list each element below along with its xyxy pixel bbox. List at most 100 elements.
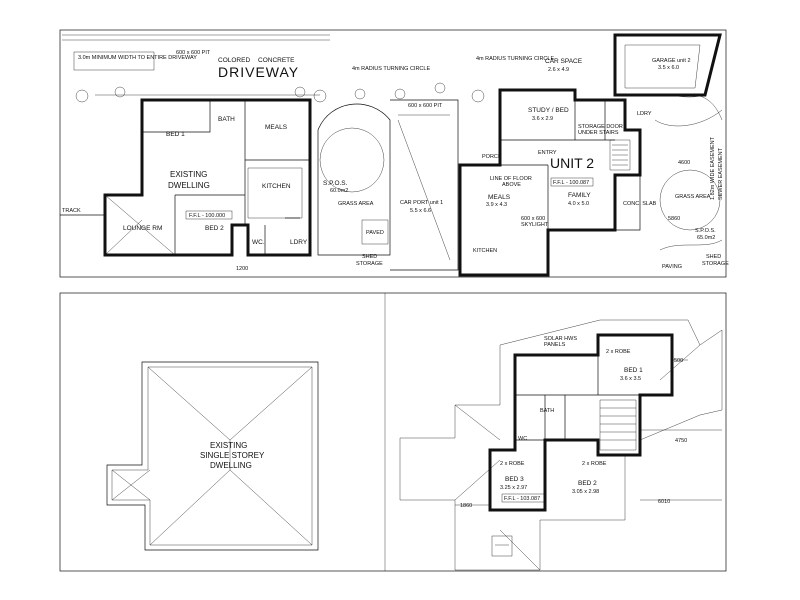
unit2-shed-label: SHED	[706, 254, 721, 260]
ground-floor-plan: 3.0m MINIMUM WIDTH TO ENTIRE DRIVEWAY 60…	[59, 29, 729, 278]
upper-ffl-box	[501, 493, 545, 503]
existing-dwelling-ground: BED 1 BATH MEALS EXISTING DWELLING KITCH…	[103, 98, 312, 272]
dim-4750: 4750	[675, 438, 687, 444]
carport-unit1: 600 x 600 PIT CAR PORT unit 1 5.5 x 6.6	[390, 99, 459, 271]
car-space-dim: 2.6 x 4.9	[548, 67, 569, 73]
garage-unit2: GARAGE unit 2 3.5 x 6.0	[613, 33, 722, 97]
unit2-study-dim: 3.6 x 2.9	[532, 116, 553, 122]
unit2-kitchen-label: KITCHEN	[473, 248, 497, 254]
dim-500: 500	[674, 358, 683, 364]
existing-lounge-label: LOUNGE RM	[123, 225, 162, 232]
existing-single-label-3: DWELLING	[210, 461, 252, 470]
unit2-family-label: FAMILY	[568, 192, 591, 199]
turning-circle-mid-label: 4m RADIUS TURNING CIRCLE	[476, 56, 554, 62]
existing-grass-label: GRASS AREA	[338, 201, 374, 207]
bath-label: BATH	[540, 408, 554, 414]
front-landscaping	[62, 34, 723, 121]
unit2-upper-floor: SOLAR HWS PANELS 2 x ROBE BED 1 3.6 x 3.…	[488, 333, 674, 512]
bed3-robe-label: 2 x ROBE	[500, 461, 525, 467]
unit2-skylight-1: 600 x 600	[521, 216, 545, 222]
existing-shed-label: SHED	[362, 254, 377, 260]
unit2-porch-label: PORCH	[482, 154, 502, 160]
unit2-family-dim: 4.0 x 5.0	[568, 201, 589, 207]
solar-panels-label-1: SOLAR HWS	[544, 336, 577, 342]
bed2-label: BED 2	[578, 480, 597, 487]
carport-label: CAR PORT unit 1	[400, 200, 443, 206]
driveway-note-box	[73, 51, 155, 71]
existing-dwelling-label-1: EXISTING	[170, 170, 207, 179]
driveway-colored-label: COLORED	[218, 57, 250, 64]
existing-meals-label: MEALS	[265, 124, 288, 131]
existing-spos-label: S.P.O.S.	[323, 180, 348, 187]
driveway-concrete-label: CONCRETE	[258, 57, 295, 64]
garage-dim: 3.5 x 6.0	[658, 65, 679, 71]
existing-spos-area: S.P.O.S. 60.0m2 GRASS AREA PAVED SHED ST…	[317, 103, 391, 267]
bed3-label: BED 3	[505, 476, 524, 483]
existing-ldry-label: LDRY	[290, 239, 308, 246]
site-dim-4600: 4600	[678, 160, 690, 166]
dim-1860: 1860	[460, 503, 472, 509]
driveway-title: DRIVEWAY	[218, 64, 299, 80]
existing-ffl-box	[185, 210, 233, 220]
unit2-under-stairs: UNDER STAIRS	[578, 130, 619, 136]
unit2-line-of-floor-2: ABOVE	[502, 182, 521, 188]
unit2-title: UNIT 2	[550, 155, 594, 171]
pit-label-mid: 600 x 600 PIT	[408, 103, 443, 109]
existing-storage-label: STORAGE	[356, 261, 383, 267]
existing-dwelling-roof: EXISTING SINGLE STOREY DWELLING	[106, 361, 319, 551]
unit2-grass-label: GRASS AREA	[675, 194, 711, 200]
unit2-skylight-2: SKYLIGHT	[521, 222, 549, 228]
upper-ffl-label: F.F.L - 103.087	[504, 496, 540, 502]
wc-label: WC	[518, 436, 527, 442]
unit2-spos-label: S.P.O.S.	[695, 228, 716, 234]
existing-kitchen-label: KITCHEN	[262, 183, 291, 190]
site-dim-5860: 5860	[668, 216, 680, 222]
existing-bed2-label: BED 2	[205, 225, 224, 232]
bed1-label: BED 1	[624, 367, 643, 374]
unit2-study-label: STUDY / BED	[528, 107, 569, 114]
existing-dim-1200: 1200	[236, 266, 248, 272]
sewer-easement-label: SEWER EASEMENT	[718, 147, 724, 200]
existing-paved-label: PAVED	[366, 230, 384, 236]
unit2-storage-label: STORAGE	[702, 261, 729, 267]
garage-label: GARAGE unit 2	[652, 58, 691, 64]
dim-6010: 6010	[658, 499, 670, 505]
carport-dim: 5.5 x 6.6	[410, 208, 431, 214]
pit-label-top: 600 x 600 PIT	[176, 50, 211, 56]
existing-wc-label: WC.	[252, 239, 265, 246]
existing-single-label-1: EXISTING	[210, 441, 247, 450]
unit2-meals-dim: 3.9 x 4.3	[486, 202, 507, 208]
unit2-conc-slab-label: CONC. SLAB	[623, 201, 657, 207]
unit2-entry-label: ENTRY	[538, 150, 557, 156]
unit2-ldry-label: LDRY	[637, 111, 652, 117]
unit2-meals-label: MEALS	[488, 194, 511, 201]
unit2-storage-door: STORAGE DOOR	[578, 124, 623, 130]
upper-floor-plan: EXISTING SINGLE STOREY DWELLING SOLAR HW…	[59, 292, 727, 572]
existing-dwelling-label-2: DWELLING	[168, 181, 210, 190]
unit2-rear-yard: GRASS AREA S.P.O.S. 65.0m2 PAVING SHED S…	[654, 109, 729, 270]
car-space-label: CAR SPACE	[545, 58, 583, 65]
unit2-ffl-box	[550, 177, 594, 187]
unit2-spos-area-value: 65.0m2	[697, 235, 715, 241]
bed1-dim: 3.6 x 3.5	[620, 376, 641, 382]
existing-spos-area-value: 60.0m2	[330, 188, 348, 194]
unit2-ffl-label: F.F.L - 100.087	[553, 180, 589, 186]
bed3-dim: 3.25 x 2.97	[500, 485, 527, 491]
existing-single-label-2: SINGLE STOREY	[200, 451, 265, 460]
unit2-ground: STUDY / BED 3.6 x 2.9 STORAGE DOOR UNDER…	[458, 88, 657, 277]
track-label: TRACK	[62, 208, 81, 214]
bed2-dim: 3.05 x 2.98	[572, 489, 599, 495]
unit2-paving-label: PAVING	[662, 264, 682, 270]
driveway-note: 3.0m MINIMUM WIDTH TO ENTIRE DRIVEWAY	[78, 55, 197, 61]
solar-panels-label-2: PANELS	[544, 342, 566, 348]
upper-dimensions: 4750 6010 1860 500	[455, 358, 722, 509]
turning-circle-top-label: 4m RADIUS TURNING CIRCLE	[352, 66, 430, 72]
bed1-robe-label: 2 x ROBE	[606, 349, 631, 355]
unit2-ground-roof	[399, 319, 723, 571]
ground-floor-frame	[59, 29, 727, 278]
bed2-robe-label: 2 x ROBE	[582, 461, 607, 467]
existing-bed1-label: BED 1	[166, 131, 185, 138]
existing-ffl-label: F.F.L - 100.000	[189, 213, 225, 219]
existing-bath-label: BATH	[218, 116, 235, 123]
